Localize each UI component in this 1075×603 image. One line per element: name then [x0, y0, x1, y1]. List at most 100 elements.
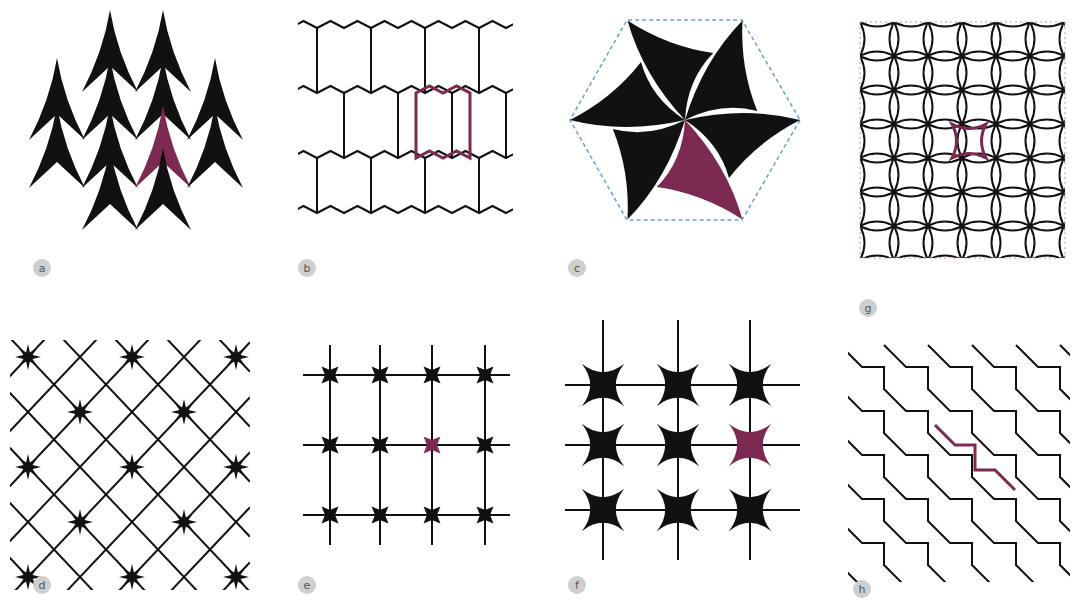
pinwheel-blade: [679, 17, 793, 149]
pattern-stroke: [848, 345, 1016, 582]
diamond-star-lattice: [10, 340, 250, 590]
star-node: [15, 454, 41, 480]
pattern-stroke: [370, 28, 372, 93]
panel-letter-badge: a: [33, 259, 51, 277]
star-node: [477, 507, 494, 524]
arrow-tile: [29, 106, 85, 188]
star-node: [322, 507, 339, 524]
pattern-stroke: [478, 158, 480, 213]
pattern-stroke: [298, 86, 513, 93]
panel-letter-badge: d: [33, 576, 51, 594]
panel-letter: d: [39, 580, 46, 591]
pattern-stroke: [298, 151, 513, 158]
panel-letter: a: [39, 263, 46, 274]
pattern-stroke: [316, 28, 318, 93]
pattern-stroke: [10, 340, 250, 537]
pattern-stroke: [424, 28, 426, 93]
pattern-stroke: [928, 345, 1070, 582]
panel-letter: f: [575, 580, 579, 591]
pattern-stroke: [10, 340, 250, 543]
large-star-grid: [565, 320, 800, 560]
pattern-stroke: [10, 446, 250, 590]
pattern-stroke: [848, 345, 1070, 582]
pattern-stroke: [972, 345, 1070, 582]
arrow-tile: [82, 148, 138, 230]
star-node: [372, 507, 389, 524]
highlight-tile: [935, 425, 1015, 490]
panel-letter: g: [865, 303, 872, 314]
pattern-stroke: [343, 93, 345, 158]
panel-letter-badge: c: [568, 259, 586, 277]
pattern-stroke: [298, 21, 513, 28]
pattern-stroke: [10, 452, 250, 590]
star-node: [119, 344, 145, 370]
star-tile: [729, 489, 771, 531]
pattern-stroke: [848, 345, 1070, 582]
pattern-stroke: [10, 340, 250, 433]
pattern-stroke: [848, 345, 1070, 582]
pinwheel-hexagon: [570, 0, 800, 249]
pattern-stroke: [1060, 345, 1070, 582]
pattern-stroke: [10, 507, 250, 590]
star-tile: [729, 424, 771, 466]
pattern-stroke: [397, 93, 399, 158]
star-node: [372, 437, 389, 454]
pattern-stroke: [848, 345, 1060, 582]
panel-letter-badge: h: [853, 580, 871, 598]
star-node: [67, 399, 93, 425]
panel-letter: h: [859, 584, 866, 595]
arrow-tile: [135, 148, 191, 230]
star-node: [67, 509, 93, 535]
panel-letter-badge: f: [568, 576, 586, 594]
pattern-stroke: [478, 28, 480, 93]
arrow-tiling: [29, 10, 243, 230]
panel-letter: e: [304, 580, 311, 591]
star-node: [171, 399, 197, 425]
pattern-stroke: [505, 93, 507, 158]
pattern-stroke: [10, 340, 250, 590]
star-node: [372, 367, 389, 384]
star-node: [424, 507, 441, 524]
star-node: [223, 564, 249, 590]
panel-letter-badge: b: [298, 259, 316, 277]
star-tile: [582, 424, 624, 466]
star-tile: [582, 489, 624, 531]
pattern-stroke: [298, 206, 513, 213]
panel-letter: b: [304, 263, 311, 274]
star-node: [171, 509, 197, 535]
star-node: [119, 454, 145, 480]
pattern-stroke: [316, 158, 318, 213]
star-node: [223, 454, 249, 480]
star-node: [424, 437, 441, 454]
star-node: [322, 437, 339, 454]
pattern-stroke: [10, 397, 250, 590]
arrow-tile: [187, 106, 243, 188]
pattern-stroke: [10, 340, 250, 372]
pattern-stroke: [451, 93, 453, 158]
pattern-stroke: [1016, 345, 1070, 582]
pattern-stroke: [370, 158, 372, 213]
panel-letter-badge: e: [298, 576, 316, 594]
square-star-grid: [303, 345, 510, 545]
star-tile: [657, 489, 699, 531]
star-node: [424, 367, 441, 384]
panel-letter-badge: g: [859, 299, 877, 317]
star-node: [15, 344, 41, 370]
pattern-stroke: [10, 556, 250, 590]
pattern-stroke: [10, 342, 250, 590]
panel-letter: c: [574, 263, 580, 274]
star-tile: [582, 364, 624, 406]
star-node: [119, 564, 145, 590]
pattern-stroke: [848, 345, 1070, 582]
stepped-maze: [848, 345, 1070, 582]
star-node: [477, 437, 494, 454]
star-tile: [657, 424, 699, 466]
highlight-cell: [416, 86, 470, 158]
star-tile: [729, 364, 771, 406]
pattern-stroke: [848, 345, 1070, 582]
pattern-stroke: [10, 562, 250, 590]
pattern-stroke: [10, 340, 250, 378]
star-tile: [657, 364, 699, 406]
pattern-stroke: [884, 345, 1070, 582]
